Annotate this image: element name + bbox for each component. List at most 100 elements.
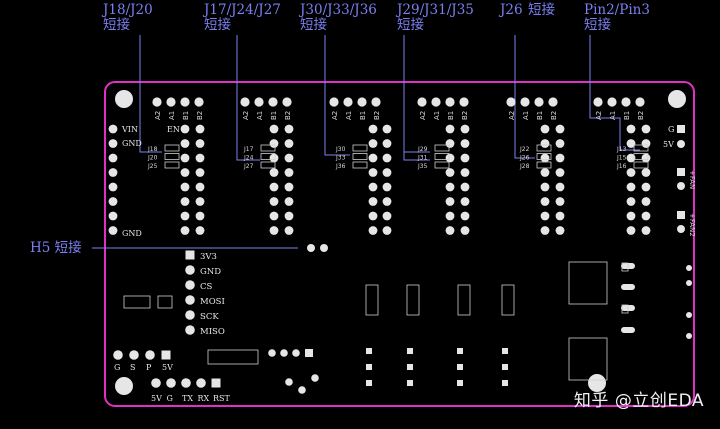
jumper-outline	[352, 144, 368, 152]
module-pad	[641, 182, 651, 192]
module-pad	[540, 153, 550, 163]
module-pad	[368, 124, 378, 134]
module-pad	[626, 226, 636, 235]
module-pad	[445, 153, 455, 163]
header-pad	[445, 97, 455, 107]
module-pad	[368, 226, 378, 235]
header-pin-label: B1	[623, 111, 631, 120]
module-pad	[460, 168, 470, 177]
jumper-outline	[536, 144, 552, 152]
left-edge-pad	[108, 197, 118, 206]
pad	[285, 378, 293, 386]
module-pad	[641, 197, 651, 206]
module-pad	[626, 168, 636, 177]
r-outline	[621, 304, 629, 314]
jumper-label: J17	[243, 146, 254, 153]
module-pad	[195, 226, 205, 235]
module-pad	[445, 226, 455, 235]
header-pad	[593, 97, 603, 107]
leader-lines	[92, 35, 640, 249]
header-pin-label: B2	[196, 111, 204, 120]
gspv-pad	[113, 350, 123, 360]
led-pad	[366, 364, 372, 370]
led-pad	[686, 333, 692, 339]
jumper-outline	[434, 144, 450, 152]
module-pad	[445, 197, 455, 206]
module-pad	[626, 182, 636, 192]
module-pad	[626, 124, 636, 134]
module-pad	[382, 226, 392, 235]
left-edge-pad	[108, 139, 118, 148]
header-pin-label: B1	[536, 111, 544, 120]
header-pin-label: A1	[256, 111, 264, 120]
module-pad	[382, 168, 392, 177]
gspv-label: S	[130, 363, 135, 372]
module-pad	[382, 182, 392, 192]
uart-label: G	[167, 394, 173, 403]
module-pad	[284, 168, 294, 177]
uart-label: 5V	[151, 394, 162, 403]
header-pad	[268, 97, 278, 107]
jumper-label: J15	[616, 155, 627, 162]
uart-pad	[166, 378, 176, 388]
module-pad	[180, 124, 190, 134]
gspv-pad	[129, 350, 139, 360]
module-pad	[626, 139, 636, 148]
module-pad	[180, 168, 190, 177]
jumper-outline	[260, 161, 276, 169]
module-pad	[460, 197, 470, 206]
left-edge-pad	[108, 168, 118, 177]
header-pad	[417, 97, 427, 107]
module-pad	[555, 211, 565, 221]
uart-label: RX	[198, 394, 210, 403]
module-pad	[641, 168, 651, 177]
module-pad	[368, 139, 378, 148]
left-edge-pad	[108, 226, 118, 235]
uart-pad	[196, 378, 206, 388]
module-pad	[626, 197, 636, 206]
header-pad	[506, 97, 516, 107]
header-pin-label: B2	[637, 111, 645, 120]
header-pad	[459, 97, 469, 107]
uart-pad	[151, 378, 161, 388]
spi-label: CS	[200, 282, 213, 292]
spi-label: 3V3	[200, 252, 217, 262]
jumper-label: J20	[147, 155, 158, 162]
module-pad	[641, 124, 651, 134]
header-pad	[240, 97, 250, 107]
left-edge-pad	[108, 211, 118, 221]
pad	[292, 349, 300, 357]
uart-pad	[181, 378, 191, 388]
module-pad	[195, 153, 205, 163]
uart-label: TX	[182, 394, 193, 403]
jumper-outline	[633, 153, 649, 160]
left-edge-pad	[108, 182, 118, 192]
module-pad	[269, 211, 279, 221]
module-pad	[284, 226, 294, 235]
pad	[280, 349, 288, 357]
jumper-label: J25	[147, 163, 158, 170]
module-pad	[540, 168, 550, 177]
fan-label: +FAN2	[688, 213, 696, 237]
header-pad	[152, 97, 162, 107]
jumper-label: J22	[519, 146, 530, 153]
module-pad	[555, 153, 565, 163]
square-pad	[305, 349, 313, 357]
header-pin-label: A2	[595, 111, 603, 120]
header-pin-label: B2	[461, 111, 469, 120]
module-pad	[540, 139, 550, 148]
callout-pin: Pin2/Pin3 短接	[584, 3, 650, 33]
gspv-pad	[145, 350, 155, 360]
module-pad	[445, 182, 455, 192]
header-pad	[194, 97, 204, 107]
header-pad	[371, 97, 381, 107]
jumper-label: J18	[147, 146, 158, 153]
header-pad	[343, 97, 353, 107]
module-pad	[460, 139, 470, 148]
header-pad	[357, 97, 367, 107]
callout-ref: H5	[30, 240, 51, 256]
header-pin-label: A2	[419, 111, 427, 120]
callout-j26: J26	[500, 3, 523, 18]
module-pad	[195, 124, 205, 134]
